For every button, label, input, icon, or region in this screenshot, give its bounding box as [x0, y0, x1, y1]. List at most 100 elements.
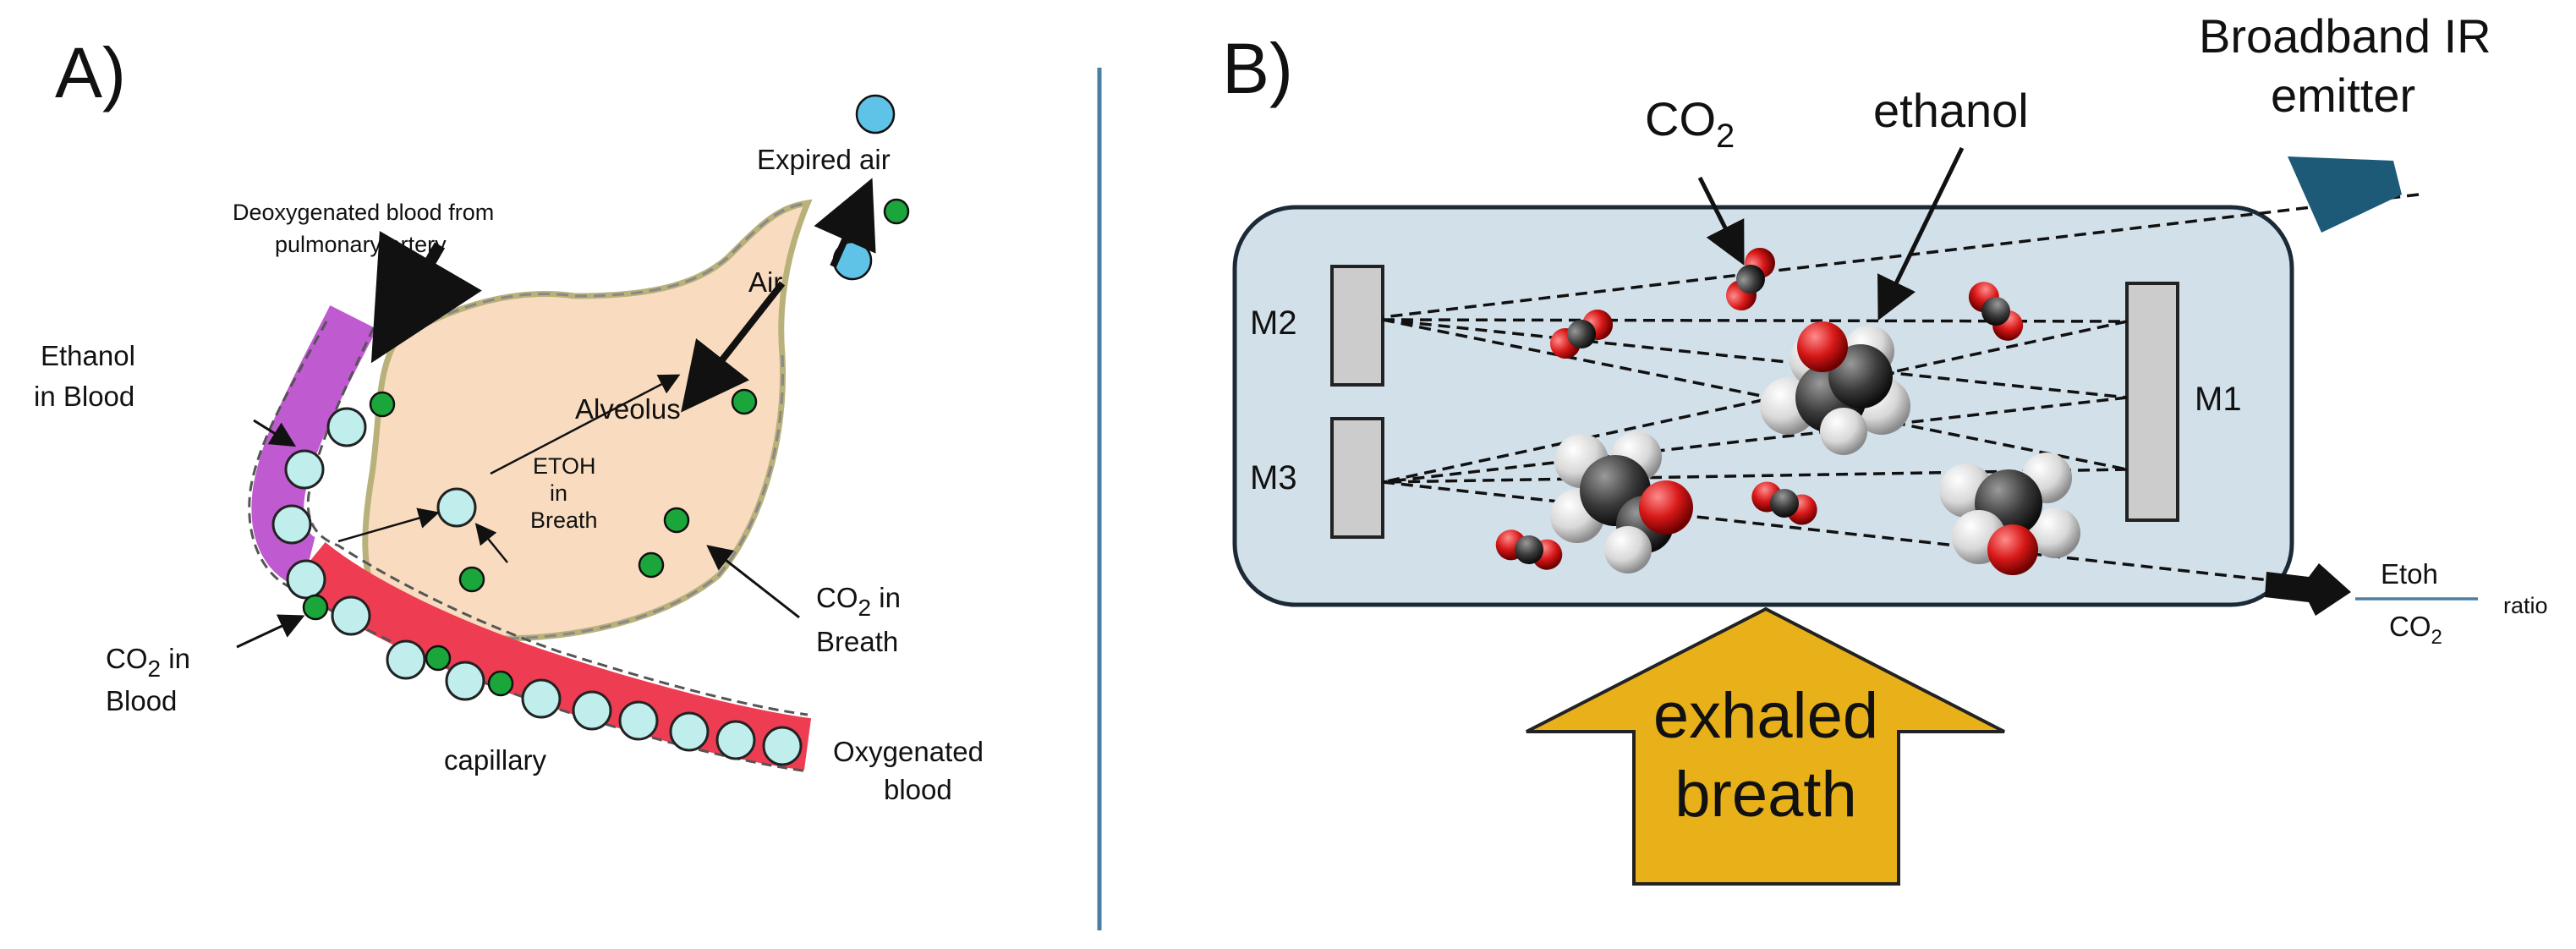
blood-cell [762, 726, 803, 766]
blood-cell [445, 661, 485, 701]
exhaled-breath-arrow [1526, 606, 2005, 886]
co2-dot [883, 198, 910, 225]
blood-cell [284, 449, 325, 490]
co2-blood-co: CO [106, 643, 148, 674]
co2-dot [638, 551, 665, 579]
blood-cell [386, 639, 426, 680]
ethanol-molecules [1550, 321, 2080, 575]
co2-molecules-b [1495, 247, 2024, 570]
ir-emitter [2288, 156, 2402, 233]
mirror-m1 [2125, 282, 2179, 522]
beam-path [1382, 396, 2128, 484]
beam-path [1382, 468, 2128, 484]
panel-a: A) [34, 33, 984, 805]
beam-path [1382, 480, 2301, 585]
co2-dot [663, 507, 690, 534]
expired-arrow [814, 178, 876, 268]
air-label: Air [748, 266, 782, 298]
co2-label-co: CO [1645, 92, 1716, 145]
ratio-denominator-subscript: 2 [2431, 626, 2442, 649]
blood-cell [572, 690, 612, 731]
deoxygenated-arrow [370, 230, 482, 364]
expired-molecule [855, 94, 896, 134]
mirror-m1-label: M1 [2195, 381, 2242, 418]
etoh-label-line1: ETOH [533, 453, 596, 479]
capillary-purple [251, 304, 377, 589]
panel-a-label: A) [55, 33, 126, 112]
co2-blood-subscript: 2 [148, 656, 162, 682]
co2-breath-in: in [871, 582, 901, 613]
panel-b-label: B) [1222, 29, 1293, 108]
blood-cell [669, 711, 710, 752]
oxygenated-label-line2: blood [884, 774, 952, 805]
blood-cell [521, 678, 562, 719]
co2-molecule [1495, 529, 1563, 570]
ratio-denominator-co: CO [2389, 611, 2431, 642]
co2-breath-co: CO [816, 582, 858, 613]
beam-path [1382, 320, 2128, 484]
ethanol-label: ethanol [1873, 84, 2029, 137]
mirror-m3-label: M3 [1250, 459, 1297, 496]
mirror-m3 [1330, 417, 1384, 539]
emitter-label-line2: emitter [2271, 69, 2415, 122]
blood-cell-in-alveolus [436, 487, 477, 528]
co2-label: CO2 [1645, 92, 1735, 155]
co2-dot [369, 391, 396, 418]
co2-molecule [1726, 247, 1775, 311]
capillary-label: capillary [444, 744, 547, 776]
diffusion-arrow [337, 507, 440, 543]
ethanol-blood-arrow [253, 419, 297, 447]
blood-cell [331, 595, 371, 636]
co2-breath-label-line1: CO2 in [816, 582, 901, 621]
blood-cell [715, 720, 756, 760]
beam-path [1382, 318, 2128, 471]
co2-dot [302, 594, 329, 621]
blood-cells [271, 407, 803, 766]
exhaled-label-line1: exhaled [1653, 680, 1878, 752]
ethanol-molecule [1760, 321, 1910, 455]
co2-dot [458, 566, 485, 593]
etoh-label-line2: in [550, 480, 567, 506]
co2-breath-label-line2: Breath [816, 626, 898, 657]
beam-path [1382, 318, 2128, 399]
co2-molecule [1968, 282, 2024, 341]
deoxygenated-label-line1: Deoxygenated blood from [233, 200, 494, 225]
ethanol-molecule [1939, 453, 2080, 575]
emitter-label-line1: Broadband IR [2199, 9, 2491, 63]
co2-blood-in: in [161, 643, 190, 674]
etoh-breath-arrow [474, 523, 508, 563]
alveolus-wall-lower [498, 354, 785, 640]
capillary-inner-wall [248, 321, 808, 773]
mirror-m2-label: M2 [1250, 304, 1297, 342]
blood-cell [271, 504, 312, 545]
capillary-outer-wall [306, 312, 808, 716]
ratio-numerator: Etoh [2381, 558, 2438, 590]
co2-molecules-a [302, 198, 910, 697]
co2-label-subscript: 2 [1716, 118, 1735, 155]
co2-breath-subscript: 2 [858, 595, 872, 621]
co2-pointer-arrow [1697, 176, 1745, 266]
ethanol-pointer-arrow [1877, 146, 1965, 321]
co2-dot [487, 670, 514, 697]
ethanol-blood-label-line2: in Blood [34, 381, 134, 412]
co2-molecule [1549, 310, 1614, 359]
mirror-m2 [1330, 265, 1384, 387]
co2-breath-arrow [706, 545, 800, 619]
etoh-label-line3: Breath [530, 507, 598, 533]
ethanol-blood-label-line1: Ethanol [41, 340, 135, 371]
oxygenated-label-line1: Oxygenated [833, 736, 984, 767]
expired-air-label: Expired air [757, 144, 891, 175]
co2-blood-label-line2: Blood [106, 685, 177, 716]
alveolus-label: Alveolus [575, 393, 681, 425]
alveolus-flow-arrow [490, 374, 681, 475]
blood-cell [326, 407, 367, 447]
beam-path [1382, 193, 2420, 319]
deoxygenated-label-line2: pulmonary artery [275, 232, 447, 257]
panel-b: B) [1222, 9, 2548, 886]
ratio-word: ratio [2503, 593, 2548, 618]
exhaled-label-line2: breath [1674, 759, 1857, 831]
ethanol-molecule [1550, 431, 1693, 573]
co2-blood-label-line1: CO2 in [106, 643, 190, 682]
co2-blood-arrow [236, 614, 305, 649]
